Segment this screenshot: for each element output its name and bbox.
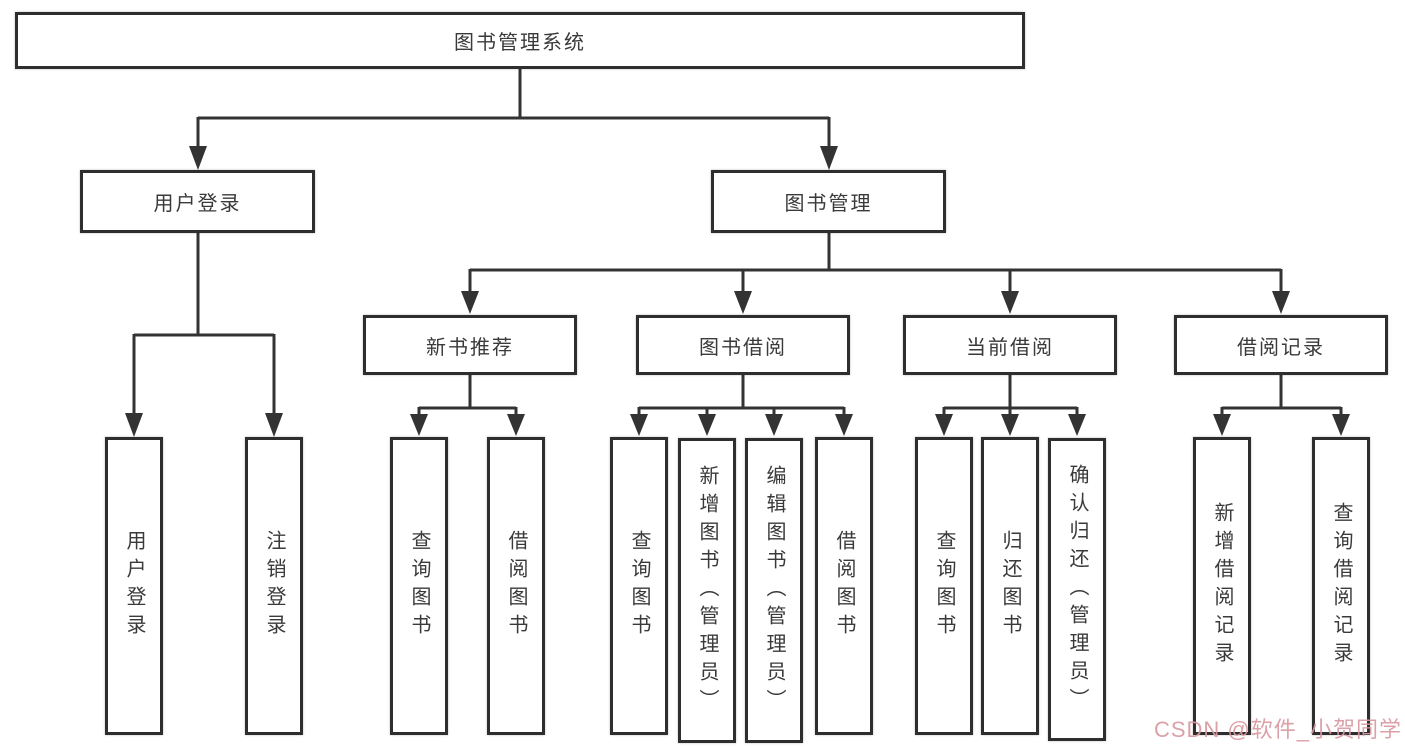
- connector-bookmgmt-to-level2: [468, 233, 1283, 295]
- leaf-cb-return-books: 归还图书: [981, 437, 1039, 735]
- leaf-cb-confirm-return-admin-label: 确认归还（管理员）: [1066, 463, 1088, 716]
- node-book-borrowing: 图书借阅: [636, 315, 850, 375]
- node-book-management-label: 图书管理: [784, 193, 873, 215]
- leaf-bb-edit-books-admin: 编辑图书（管理员）: [745, 438, 803, 743]
- node-user-login: 用户登录: [80, 170, 315, 233]
- leaf-br-query-record-label: 查询借阅记录: [1330, 502, 1352, 670]
- connector-root-to-level1: [196, 69, 831, 150]
- leaf-bb-edit-books-admin-label: 编辑图书（管理员）: [763, 464, 785, 717]
- leaf-nbr-borrow-books-label: 借阅图书: [505, 530, 527, 642]
- leaf-br-add-record-label: 新增借阅记录: [1211, 502, 1233, 670]
- leaf-bb-query-books: 查询图书: [610, 437, 668, 735]
- leaf-logout: 注销登录: [245, 437, 303, 735]
- node-borrowing-records: 借阅记录: [1174, 315, 1388, 375]
- node-book-borrowing-label: 图书借阅: [699, 336, 787, 359]
- leaf-bb-borrow-books: 借阅图书: [815, 437, 873, 735]
- node-current-borrowing-label: 当前借阅: [966, 336, 1054, 359]
- connector-currentborrow-to-leaves: [942, 375, 1079, 418]
- leaf-cb-query-books: 查询图书: [915, 437, 973, 735]
- node-book-management: 图书管理: [711, 170, 946, 233]
- csdn-watermark: CSDN @软件_小贺同学: [1153, 717, 1402, 742]
- leaf-bb-add-books-admin: 新增图书（管理员）: [678, 438, 736, 743]
- leaf-nbr-query-books: 查询图书: [390, 437, 448, 735]
- node-current-borrowing: 当前借阅: [903, 315, 1117, 375]
- leaf-bb-borrow-books-label: 借阅图书: [833, 530, 855, 642]
- leaf-bb-add-books-admin-label: 新增图书（管理员）: [696, 464, 718, 717]
- connector-newbookrec-to-leaves: [417, 375, 518, 418]
- connector-borrowrecords-to-leaves: [1220, 375, 1343, 418]
- leaf-user-login: 用户登录: [105, 437, 163, 735]
- node-new-book-recommend-label: 新书推荐: [426, 336, 514, 359]
- node-root: 图书管理系统: [15, 12, 1025, 69]
- leaf-nbr-borrow-books: 借阅图书: [487, 437, 545, 735]
- node-user-login-label: 用户登录: [153, 193, 242, 215]
- leaf-logout-label: 注销登录: [263, 530, 285, 642]
- leaf-bb-query-books-label: 查询图书: [628, 530, 650, 642]
- connector-userlogin-to-leaves: [132, 233, 276, 417]
- leaf-br-add-record: 新增借阅记录: [1193, 437, 1251, 735]
- connector-bookborrow-to-leaves: [637, 375, 846, 418]
- arrowhead-icons: [125, 146, 1350, 437]
- leaf-nbr-query-books-label: 查询图书: [408, 530, 430, 642]
- leaf-br-query-record: 查询借阅记录: [1312, 437, 1370, 735]
- node-new-book-recommend: 新书推荐: [363, 315, 577, 375]
- node-root-label: 图书管理系统: [454, 32, 586, 54]
- leaf-user-login-label: 用户登录: [123, 530, 145, 642]
- leaf-cb-query-books-label: 查询图书: [933, 530, 955, 642]
- node-borrowing-records-label: 借阅记录: [1237, 336, 1325, 359]
- leaf-cb-confirm-return-admin: 确认归还（管理员）: [1048, 438, 1106, 741]
- leaf-cb-return-books-label: 归还图书: [999, 530, 1021, 642]
